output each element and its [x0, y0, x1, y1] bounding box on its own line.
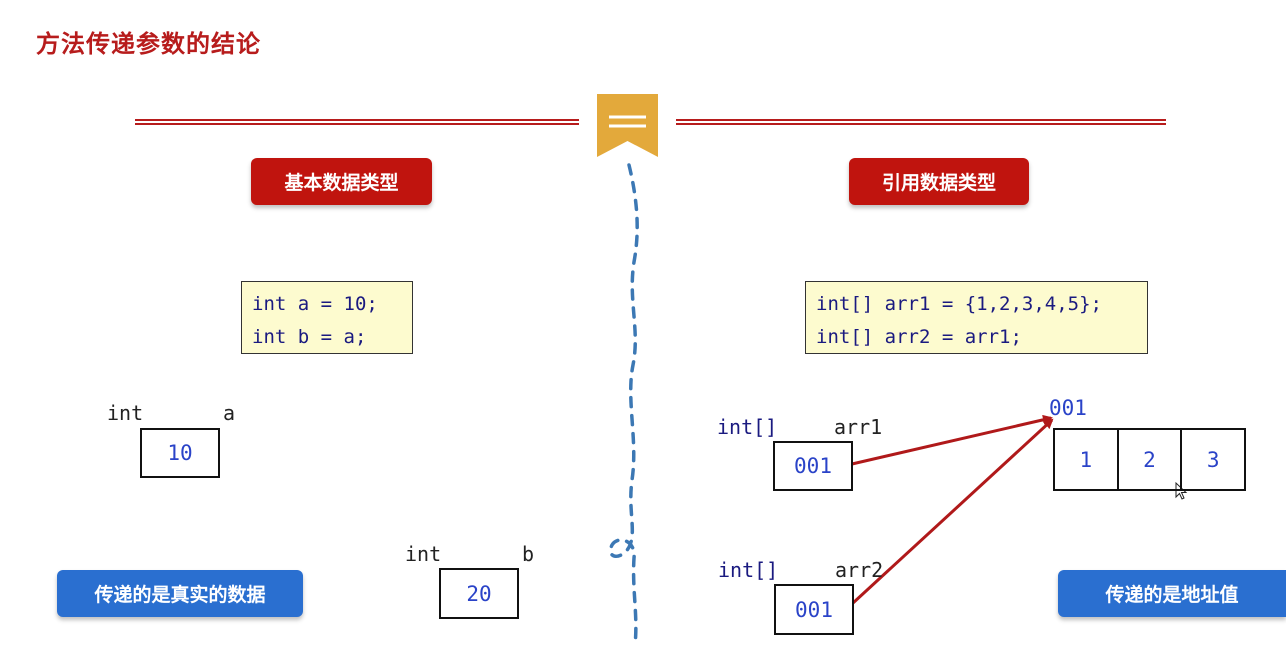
- var-arr1-value: 001: [794, 454, 832, 478]
- dashed-divider: [608, 163, 639, 647]
- code-line: int b = a;: [252, 326, 367, 348]
- reference-types-heading: 引用数据类型: [849, 158, 1029, 205]
- var-a-type: int: [107, 401, 144, 425]
- page-title: 方法传递参数的结论: [36, 30, 261, 58]
- heap-array: 1 2 3: [1053, 428, 1246, 491]
- array-cell: 1: [1055, 430, 1119, 489]
- arrow-arr1-to-array: [851, 414, 1053, 466]
- var-arr2-name: arr2: [835, 558, 884, 582]
- var-b-type: int: [405, 542, 442, 566]
- var-arr1-name: arr1: [834, 415, 883, 439]
- bookmark-ribbon-icon: [597, 94, 658, 157]
- var-arr2-value-box: 001: [774, 584, 854, 635]
- arrow-arr2-to-array: [851, 418, 1054, 605]
- primitive-code-snippet: int a = 10; int b = a;: [241, 281, 413, 354]
- array-address-label: 001: [1049, 396, 1087, 420]
- primitive-conclusion-label: 传递的是真实的数据: [94, 584, 266, 606]
- code-line: int[] arr1 = {1,2,3,4,5};: [816, 293, 1102, 315]
- header-line-left: [135, 119, 579, 125]
- primitive-types-heading: 基本数据类型: [251, 158, 432, 205]
- reference-conclusion-label: 传递的是地址值: [1105, 584, 1239, 606]
- var-arr2-value: 001: [795, 597, 833, 622]
- var-b-value-box: 20: [439, 568, 519, 619]
- var-arr1-value-box: 001: [773, 441, 853, 491]
- primitive-types-heading-label: 基本数据类型: [284, 172, 399, 194]
- header-line-right: [676, 119, 1166, 125]
- var-a-name: a: [223, 401, 236, 425]
- var-b-value: 20: [466, 581, 492, 606]
- array-cell: 3: [1206, 447, 1220, 472]
- mouse-cursor-icon: [1175, 481, 1188, 500]
- var-b-name: b: [522, 542, 535, 566]
- reference-conclusion-badge: 传递的是地址值: [1058, 570, 1286, 617]
- var-a-value-box: 10: [140, 428, 220, 478]
- var-arr1-type: int[]: [717, 415, 778, 439]
- var-a-value: 10: [167, 441, 193, 465]
- code-line: int a = 10;: [252, 293, 378, 315]
- reference-types-heading-label: 引用数据类型: [881, 172, 996, 194]
- code-line: int[] arr2 = arr1;: [816, 326, 1022, 348]
- primitive-conclusion-badge: 传递的是真实的数据: [57, 570, 303, 617]
- reference-code-snippet: int[] arr1 = {1,2,3,4,5}; int[] arr2 = a…: [805, 281, 1148, 354]
- var-arr2-type: int[]: [718, 558, 779, 582]
- array-cell: 2: [1119, 430, 1183, 489]
